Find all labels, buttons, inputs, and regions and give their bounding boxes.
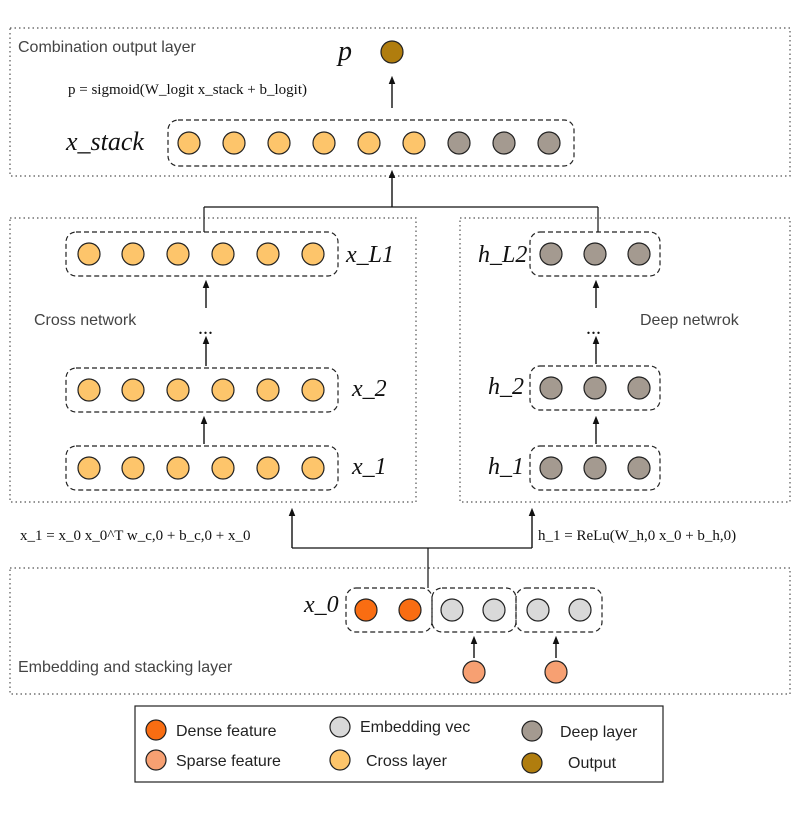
dense-feature-node-1 — [354, 598, 378, 622]
legend-embedding-label: Embedding vec — [360, 719, 470, 736]
embedding-group-1 — [431, 587, 517, 633]
deep-hL2-node-3 — [627, 242, 651, 266]
cross-x1-node-1 — [77, 456, 101, 480]
label-h1: h_1 — [488, 454, 524, 480]
legend-swatches — [145, 716, 543, 774]
cross-xL1-node-5 — [256, 242, 280, 266]
cross-x1-node-6 — [301, 456, 325, 480]
label-cross-formula: x_1 = x_0 x_0^T w_c,0 + b_c,0 + x_0 — [20, 528, 250, 544]
legend-output-label: Output — [568, 755, 617, 772]
deep-h1-node-2 — [583, 456, 607, 480]
embedding-layer-title: Embedding and stacking layer — [18, 659, 233, 676]
cross-x1-node-3 — [166, 456, 190, 480]
stack-cross-node-2 — [222, 131, 246, 155]
cross-x1-group — [65, 445, 339, 491]
label-p-formula: p = sigmoid(W_logit x_stack + b_logit) — [68, 82, 307, 98]
label-deep-formula: h_1 = ReLu(W_h,0 x_0 + b_h,0) — [538, 528, 736, 544]
cross-xL1-node-1 — [77, 242, 101, 266]
diagram-nodes — [77, 40, 651, 684]
cross-x2-node-5 — [256, 378, 280, 402]
label-x1: x_1 — [351, 454, 387, 480]
deep-hL2-group — [529, 231, 661, 277]
legend-dense-swatch — [145, 719, 167, 741]
cross-xL1-group — [65, 231, 339, 277]
deep-hL2-node-2 — [583, 242, 607, 266]
legend-sparse-swatch — [145, 749, 167, 771]
cross-xL1-node-4 — [211, 242, 235, 266]
dense-feature-group — [345, 587, 433, 633]
legend-dense-label: Dense feature — [176, 723, 277, 740]
embedding-node-a-1 — [440, 598, 464, 622]
cross-network-title: Cross network — [34, 312, 137, 329]
label-x2: x_2 — [351, 376, 387, 402]
cross-x1-node-4 — [211, 456, 235, 480]
legend-cross-label: Cross layer — [366, 753, 448, 770]
cross-x2-node-6 — [301, 378, 325, 402]
label-p: p — [336, 36, 352, 67]
stack-cross-node-3 — [267, 131, 291, 155]
deep-hL2-node-1 — [539, 242, 563, 266]
dense-feature-node-2 — [398, 598, 422, 622]
label-h2: h_2 — [488, 374, 524, 400]
cross-x2-group — [65, 367, 339, 413]
label-h-L2: h_L2 — [478, 242, 527, 268]
deep-h1-group — [529, 445, 661, 491]
cross-x2-node-3 — [166, 378, 190, 402]
sparse-feature-node-1 — [462, 660, 486, 684]
embedding-group-2 — [515, 587, 603, 633]
deep-h2-node-2 — [583, 376, 607, 400]
cross-xL1-node-3 — [166, 242, 190, 266]
cross-ellipsis: ... — [198, 317, 213, 339]
cross-x1-node-5 — [256, 456, 280, 480]
stack-deep-node-3 — [537, 131, 561, 155]
embedding-node-a-2 — [482, 598, 506, 622]
cross-x2-node-1 — [77, 378, 101, 402]
legend-cross-swatch — [329, 749, 351, 771]
legend-sparse-label: Sparse feature — [176, 753, 281, 770]
stack-deep-node-1 — [447, 131, 471, 155]
deep-h2-group — [529, 365, 661, 411]
combination-layer-title: Combination output layer — [18, 39, 197, 56]
sparse-feature-node-2 — [544, 660, 568, 684]
output-node — [380, 40, 404, 64]
cross-network-frame — [9, 217, 417, 503]
stack-deep-node-2 — [492, 131, 516, 155]
label-x-stack: x_stack — [65, 127, 144, 156]
label-x-L1: x_L1 — [345, 242, 394, 268]
stack-cross-node-4 — [312, 131, 336, 155]
embedding-layer-frame — [9, 567, 791, 695]
deep-h1-node-3 — [627, 456, 651, 480]
cross-x2-node-2 — [121, 378, 145, 402]
legend-output-swatch — [521, 752, 543, 774]
embedding-node-b-2 — [568, 598, 592, 622]
stack-group — [167, 119, 575, 167]
stack-cross-node-6 — [402, 131, 426, 155]
embedding-node-b-1 — [526, 598, 550, 622]
cross-x2-node-4 — [211, 378, 235, 402]
deep-network-title: Deep netwrok — [640, 312, 740, 329]
deep-ellipsis: ... — [586, 317, 601, 339]
deep-h1-node-1 — [539, 456, 563, 480]
cross-xL1-node-6 — [301, 242, 325, 266]
stack-cross-node-5 — [357, 131, 381, 155]
legend-deep-label: Deep layer — [560, 724, 638, 741]
legend-embedding-swatch — [329, 716, 351, 738]
cross-xL1-node-2 — [121, 242, 145, 266]
deep-h2-node-3 — [627, 376, 651, 400]
legend-deep-swatch — [521, 720, 543, 742]
deep-h2-node-1 — [539, 376, 563, 400]
combination-layer-frame — [9, 27, 791, 177]
stack-cross-node-1 — [177, 131, 201, 155]
deep-network-frame — [459, 217, 791, 503]
label-x0: x_0 — [303, 592, 339, 618]
legend-box — [134, 705, 664, 783]
cross-x1-node-2 — [121, 456, 145, 480]
